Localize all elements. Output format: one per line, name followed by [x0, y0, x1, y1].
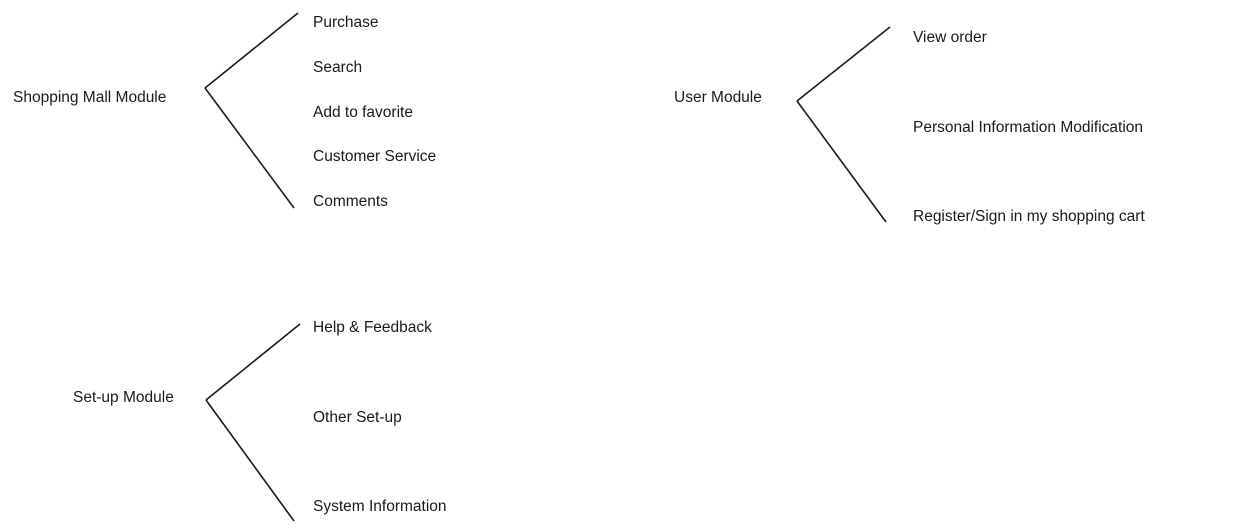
item-view-order: View order: [913, 29, 987, 46]
item-system-information: System Information: [313, 498, 447, 515]
setup-bracket-lower: [205, 399, 295, 522]
module-label-set-up: Set-up Module: [73, 389, 174, 406]
user-bracket-lower: [796, 100, 887, 223]
user-bracket-upper: [796, 26, 891, 102]
shopping-bracket-upper: [204, 12, 299, 89]
item-add-to-favorite: Add to favorite: [313, 104, 413, 121]
item-comments: Comments: [313, 193, 388, 210]
setup-bracket-upper: [205, 323, 301, 401]
item-help-feedback: Help & Feedback: [313, 319, 432, 336]
item-personal-information-modification: Personal Information Modification: [913, 119, 1144, 136]
item-other-set-up: Other Set-up: [313, 409, 402, 426]
item-search: Search: [313, 59, 363, 76]
module-label-shopping-mall: Shopping Mall Module: [13, 89, 167, 106]
module-label-user: User Module: [674, 89, 762, 106]
shopping-bracket-lower: [204, 87, 295, 209]
item-register-sign-in-shopping-cart: Register/Sign in my shopping cart: [913, 208, 1145, 225]
item-purchase: Purchase: [313, 14, 379, 31]
item-customer-service: Customer Service: [313, 148, 437, 165]
